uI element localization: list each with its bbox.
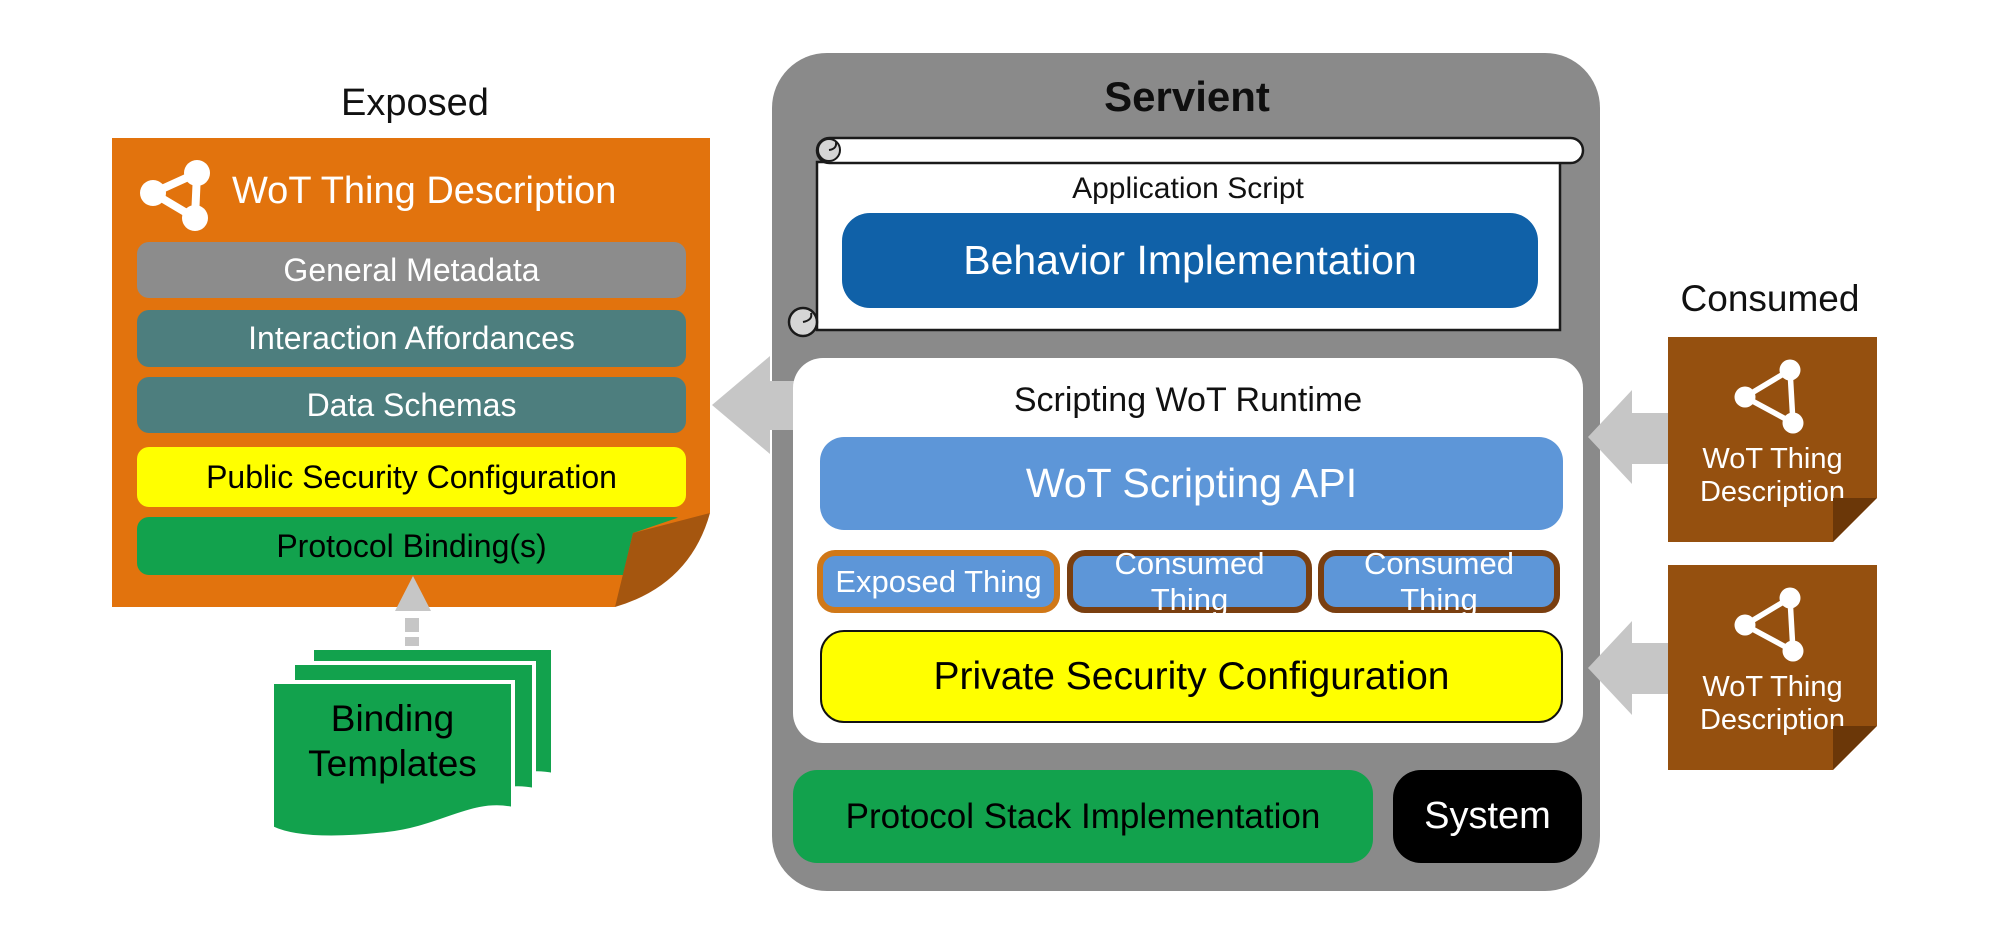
arrow-runtime-to-exposed — [712, 356, 800, 454]
protocol-stack-implementation-box: Protocol Stack Implementation — [793, 770, 1373, 863]
exposed-thing-chip: Exposed Thing — [817, 550, 1060, 613]
note-folded-corner — [1833, 498, 1877, 542]
binding-templates-label: Binding Templates — [272, 696, 513, 786]
wot-logo-icon — [1734, 359, 1804, 434]
td-row-protocol-bindings: Protocol Binding(s) — [137, 517, 680, 575]
servient-title: Servient — [1104, 73, 1270, 120]
consumed-td-label-line1: WoT Thing — [1702, 671, 1843, 703]
arrow-consumed1-to-runtime — [1588, 390, 1670, 484]
wot-scripting-api-box: WoT Scripting API — [820, 437, 1563, 530]
exposed-thing-description-card: WoT Thing Description General Metadata I… — [112, 138, 710, 607]
binding-templates-arrow — [395, 576, 431, 646]
behavior-implementation-box: Behavior Implementation — [842, 213, 1538, 308]
exposed-section-title: Exposed — [341, 81, 489, 124]
wot-logo-icon — [1734, 587, 1804, 662]
td-row-public-security-configuration: Public Security Configuration — [137, 447, 686, 507]
td-row-data-schemas: Data Schemas — [137, 377, 686, 433]
binding-templates-label-line2: Templates — [308, 743, 477, 784]
note-folded-corner — [1833, 726, 1877, 770]
application-script-title: Application Script — [1072, 172, 1304, 205]
scroll-top-bar — [815, 136, 1585, 165]
binding-templates-label-line1: Binding — [330, 698, 455, 739]
scripting-wot-runtime-box: Scripting WoT Runtime WoT Scripting API … — [793, 358, 1583, 743]
td-card-folded-corner — [615, 513, 710, 607]
consumed-td-note-label: WoT Thing Description — [1668, 671, 1877, 737]
consumed-thing-chip: Consumed Thing — [1318, 546, 1560, 617]
private-security-configuration-box: Private Security Configuration — [820, 630, 1563, 723]
consumed-td-note: WoT Thing Description — [1668, 337, 1877, 542]
binding-template-sheet-front — [270, 680, 515, 840]
arrow-consumed2-to-private-security — [1588, 621, 1670, 715]
td-card-title: WoT Thing Description — [232, 169, 617, 212]
consumed-td-note-label: WoT Thing Description — [1668, 443, 1877, 509]
td-row-general-metadata: General Metadata — [137, 242, 686, 298]
consumed-td-label-line1: WoT Thing — [1702, 443, 1843, 475]
consumed-td-note: WoT Thing Description — [1668, 565, 1877, 770]
scripting-wot-runtime-title: Scripting WoT Runtime — [1013, 380, 1363, 419]
consumed-td-label-line2: Description — [1699, 476, 1846, 508]
binding-templates-stack — [270, 646, 555, 840]
system-box: System — [1393, 770, 1582, 863]
consumed-section-title: Consumed — [1680, 278, 1860, 319]
scroll-top-curl-spiral — [828, 141, 838, 151]
scroll-bottom-curl-spiral — [802, 312, 813, 323]
arrowhead-up — [395, 576, 431, 611]
wot-logo-icon — [140, 160, 210, 231]
consumed-td-label-line2: Description — [1699, 704, 1846, 736]
td-row-interaction-affordances: Interaction Affordances — [137, 310, 686, 367]
consumed-thing-chip: Consumed Thing — [1067, 546, 1312, 617]
